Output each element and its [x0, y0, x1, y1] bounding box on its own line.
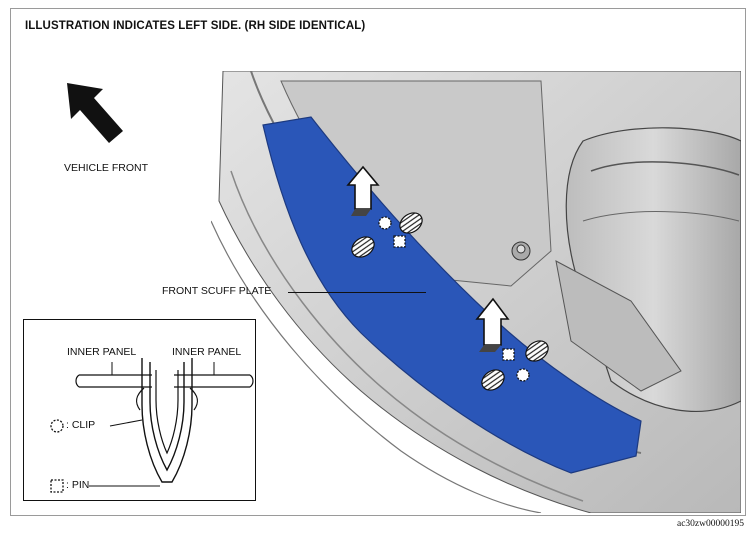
pin-legend-label: : PIN — [66, 479, 90, 491]
diagram-frame: ILLUSTRATION INDICATES LEFT SIDE. (RH SI… — [10, 8, 746, 516]
pin-legend-icon — [50, 479, 64, 493]
car-interior-illustration — [211, 71, 741, 513]
clip-legend-icon — [50, 419, 64, 433]
figure-code: ac30zw00000195 — [676, 519, 744, 529]
vehicle-front-label: VEHICLE FRONT — [64, 162, 149, 174]
vehicle-front-arrow-icon — [67, 83, 123, 143]
lower-lift-arrow-icon — [475, 297, 510, 352]
clip-cross-section — [50, 358, 254, 493]
upper-lift-arrow-icon — [346, 165, 380, 216]
scuff-plate-leader-line — [288, 292, 426, 293]
inner-panel-label-right: INNER PANEL — [172, 346, 242, 358]
diagram-title: ILLUSTRATION INDICATES LEFT SIDE. (RH SI… — [25, 20, 366, 32]
clip-detail-inset: INNER PANEL INNER PANEL : CLIP : PIN — [23, 319, 256, 501]
clip-legend-label: : CLIP — [66, 419, 96, 431]
front-scuff-plate-label: FRONT SCUFF PLATE — [162, 285, 272, 297]
inner-panel-label-left: INNER PANEL — [67, 346, 137, 358]
